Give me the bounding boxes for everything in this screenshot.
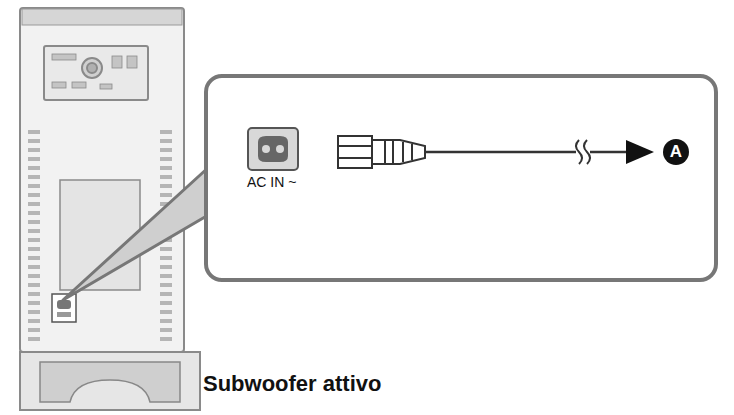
vent-slot [160, 337, 172, 341]
vent-slot [28, 148, 40, 152]
vent-slot [28, 274, 40, 278]
vent-slot [160, 292, 172, 296]
vent-slot [28, 211, 40, 215]
power-cable [425, 140, 630, 164]
vent-slot [28, 301, 40, 305]
vent-slot [28, 337, 40, 341]
vent-slot [160, 319, 172, 323]
vent-slot [28, 283, 40, 287]
device-name: Subwoofer attivo [203, 371, 381, 397]
leader-wedge [63, 166, 210, 300]
vent-slot [28, 139, 40, 143]
vent-slot [28, 292, 40, 296]
callout-box [206, 76, 716, 280]
vent-slot [160, 265, 172, 269]
vent-slot [160, 301, 172, 305]
connector-label: AC IN ~ [247, 174, 296, 190]
vent-slot [28, 166, 40, 170]
vent-slot [160, 310, 172, 314]
vent-slot [28, 193, 40, 197]
vent-slot [160, 328, 172, 332]
arrow-head [626, 140, 654, 164]
vent-slot [28, 265, 40, 269]
vent-slot [28, 202, 40, 206]
vent-slot [28, 247, 40, 251]
vent-slot [28, 328, 40, 332]
vent-slot [28, 184, 40, 188]
vent-slot [28, 229, 40, 233]
vent-slot [160, 184, 172, 188]
vent-slot [160, 139, 172, 143]
vent-slot [160, 157, 172, 161]
ac-inlet-symbol [248, 128, 298, 170]
vent-slot [160, 130, 172, 134]
vent-slot [160, 166, 172, 170]
vent-slot [28, 319, 40, 323]
vent-slot [28, 238, 40, 242]
vent-slot [28, 256, 40, 260]
vent-slot [28, 130, 40, 134]
vent-slot [28, 310, 40, 314]
power-plug [338, 136, 425, 168]
vent-slot [28, 220, 40, 224]
callout-letter: A [670, 142, 682, 162]
vent-slot [28, 175, 40, 179]
vent-slot [160, 274, 172, 278]
callout-circle: A [663, 139, 689, 165]
vent-slot [160, 256, 172, 260]
vent-slot [160, 247, 172, 251]
vent-slot [28, 157, 40, 161]
vent-slot [160, 193, 172, 197]
vent-slot [160, 175, 172, 179]
vent-slot [160, 148, 172, 152]
vent-slot [160, 283, 172, 287]
